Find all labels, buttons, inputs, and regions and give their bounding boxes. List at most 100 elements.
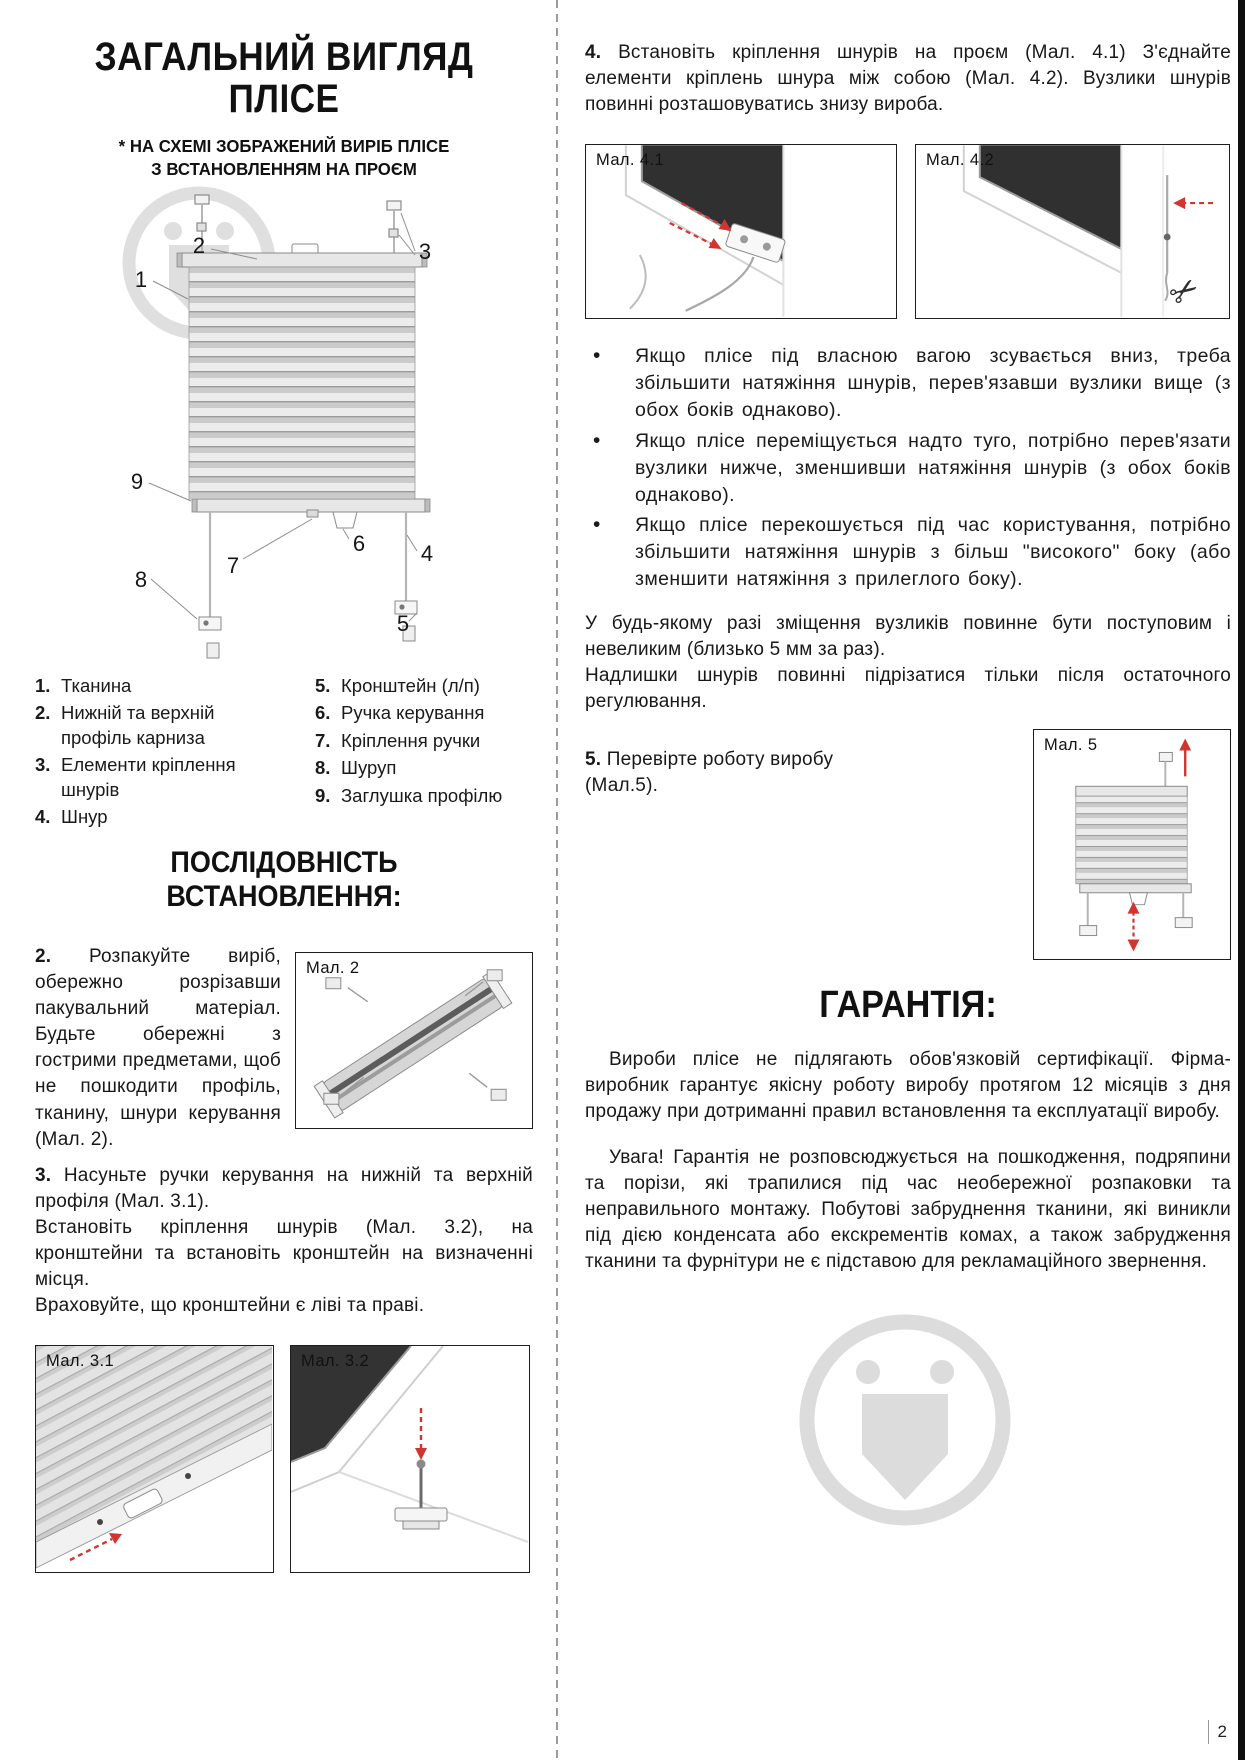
cord-fixing-elements-top [194, 194, 402, 257]
legend-text: Шнур [61, 806, 108, 827]
column-divider [556, 0, 558, 1760]
callout-5: 5 [397, 611, 409, 636]
right-column: 4. Встановіть кріплення шнурів на проєм … [585, 0, 1231, 1275]
step-3-number: 3. [35, 1164, 52, 1186]
control-handle [306, 509, 358, 529]
legend-number: 2. [35, 702, 51, 724]
figure-4-1-drawing [624, 145, 786, 317]
callout-4: 4 [421, 541, 433, 566]
sequence-heading: ПОСЛІДОВНІСТЬ ВСТАНОВЛЕННЯ: [166, 846, 402, 914]
legend-number: 5. [315, 674, 331, 696]
figure-3-1-drawing [36, 1345, 272, 1569]
bullet-item-1: Якщо плісе під власною вагою зсувається … [585, 342, 1231, 424]
legend-number: 9. [315, 784, 331, 806]
legend-number: 7. [315, 729, 331, 751]
figure-3-2-drawing [291, 1345, 528, 1543]
legend-text: Тканина [61, 674, 132, 696]
legend-number: 8. [315, 757, 331, 779]
legend-text: Елементи кріплення шнурів [61, 754, 236, 800]
figure-2-drawing [313, 969, 513, 1120]
page-title-line1: ЗАГАЛЬНИЙ ВИГЛЯД [94, 35, 474, 79]
figure-3-2: Мал. 3.2 [290, 1344, 530, 1573]
legend-text: Нижній та верхній профіль карниза [61, 702, 215, 748]
page-number: 2 [1217, 1722, 1227, 1741]
legend-item-5: 5. Кронштейн (л/п) [315, 674, 533, 698]
top-profile [176, 243, 428, 268]
legend-number: 1. [35, 674, 51, 696]
page-footer: 2 [1207, 1720, 1227, 1744]
figure-3-1-label: Мал. 3.1 [46, 1351, 115, 1370]
legend-item-3: 3. Елементи кріплення шнурів [35, 753, 275, 802]
blind-overview-diagram: 1 2 3 4 5 6 7 8 9 [49, 183, 533, 668]
figure-4-1-label: Мал. 4.1 [596, 151, 665, 170]
figure-4-2-drawing: ✂ [962, 145, 1214, 317]
legend-item-7: 7. Кріплення ручки [315, 729, 533, 753]
warranty-paragraph-1: Вироби плісе не підлягають обов'язковій … [585, 1049, 1231, 1123]
bullet-item-2: Якщо плісе переміщується надто туго, пот… [585, 427, 1231, 509]
figure-5: Мал. 5 [1033, 729, 1231, 961]
figure-4-2-label: Мал. 4.2 [926, 151, 995, 170]
legend-item-6: 6. Ручка керування [315, 701, 533, 725]
adjustment-bullet-list: Якщо плісе під власною вагою зсувається … [585, 342, 1231, 593]
page-subtitle-line1: * НА СХЕМІ ЗОБРАЖЕНИЙ ВИРІБ ПЛІСЕ [118, 135, 450, 156]
step-3-paragraph: 3. Насуньте ручки керування на нижній та… [35, 1163, 533, 1319]
callout-leader-lines [148, 212, 418, 622]
page-subtitle: * НА СХЕМІ ЗОБРАЖЕНИЙ ВИРІБ ПЛІСЕ З ВСТА… [35, 135, 533, 181]
figure-3-2-label: Мал. 3.2 [301, 1351, 370, 1370]
brand-watermark-icon [799, 1314, 1011, 1526]
parts-legend: 1. Тканина 2. Нижній та верхній профіль … [35, 674, 533, 832]
legend-number: 6. [315, 702, 331, 724]
legend-item-4: 4. Шнур [35, 805, 275, 829]
figures-3-row: Мал. 3.1 [35, 1344, 533, 1573]
step-4-paragraph: 4. Встановіть кріплення шнурів на проєм … [585, 40, 1231, 118]
step-2-block: 2. Розпакуйте виріб, обережно розрізавши… [35, 944, 533, 1152]
callout-7: 7 [227, 553, 239, 578]
callout-1: 1 [135, 267, 147, 292]
note-paragraph-1: У будь-якому разі зміщення вузликів пови… [585, 613, 1231, 661]
legend-item-8: 8. Шуруп [315, 756, 533, 780]
figure-5-label: Мал. 5 [1044, 736, 1098, 755]
step-3-text-1: Насуньте ручки керування на нижній та ве… [35, 1164, 533, 1212]
page-subtitle-line2: З ВСТАНОВЛЕННЯМ НА ПРОЄМ [151, 158, 417, 179]
brackets-and-screws [198, 600, 418, 659]
legend-text: Ручка керування [341, 702, 485, 724]
step-3-text-2: Встановіть кріплення шнурів (Мал. 3.2), … [35, 1216, 533, 1290]
figure-2: Мал. 2 [295, 952, 533, 1130]
step-4-number: 4. [585, 42, 602, 63]
adjustment-notes: У будь-якому разі зміщення вузликів пови… [585, 611, 1231, 715]
figure-4-2: Мал. 4.2 ✂ [915, 144, 1230, 320]
step-2-text: Розпакуйте виріб, обережно розрізавши па… [35, 946, 281, 1150]
legend-item-2: 2. Нижній та верхній профіль карниза [35, 701, 275, 750]
figure-5-drawing [1075, 738, 1193, 952]
step-2-number: 2. [35, 946, 52, 968]
step-5-paragraph: 5. Перевірте роботу виробу (Мал.5). [585, 747, 835, 799]
figures-4-row: Мал. 4.1 [585, 144, 1231, 320]
callout-6: 6 [353, 531, 365, 556]
page-title: ЗАГАЛЬНИЙ ВИГЛЯД ПЛІСЕ [35, 36, 533, 121]
warranty-heading: ГАРАНТІЯ: [819, 984, 997, 1027]
note-paragraph-2: Надлишки шнурів повинні підрізатися тіль… [585, 665, 1231, 713]
legend-item-9: 9. Заглушка профілю [315, 784, 533, 808]
pleated-fabric [188, 266, 416, 500]
cords [208, 511, 408, 619]
footer-divider [1207, 1720, 1209, 1744]
step-2-paragraph: 2. Розпакуйте виріб, обережно розрізавши… [35, 944, 281, 1152]
step-5-number: 5. [585, 749, 602, 771]
scissors-icon: ✂ [1162, 267, 1208, 315]
page-title-line2: ПЛІСЕ [228, 77, 340, 122]
step-5-block: 5. Перевірте роботу виробу (Мал.5). Мал.… [585, 729, 1231, 961]
legend-text: Шуруп [341, 757, 397, 779]
step-3-text-3: Враховуйте, що кронштейни є ліві та прав… [35, 1294, 425, 1316]
legend-text: Кріплення ручки [341, 729, 481, 751]
callout-9: 9 [131, 469, 143, 494]
legend-item-1: 1. Тканина [35, 674, 275, 698]
callout-3: 3 [419, 239, 431, 264]
left-column: ЗАГАЛЬНИЙ ВИГЛЯД ПЛІСЕ * НА СХЕМІ ЗОБРАЖ… [35, 0, 533, 1573]
step-4-text: Встановіть кріплення шнурів на проєм (Ма… [585, 42, 1231, 116]
figure-2-label: Мал. 2 [306, 959, 360, 978]
figure-4-1: Мал. 4.1 [585, 144, 897, 320]
page-edge-bar [1238, 0, 1245, 1760]
step-5-text: Перевірте роботу виробу (Мал.5). [585, 749, 834, 797]
callout-8: 8 [135, 567, 147, 592]
